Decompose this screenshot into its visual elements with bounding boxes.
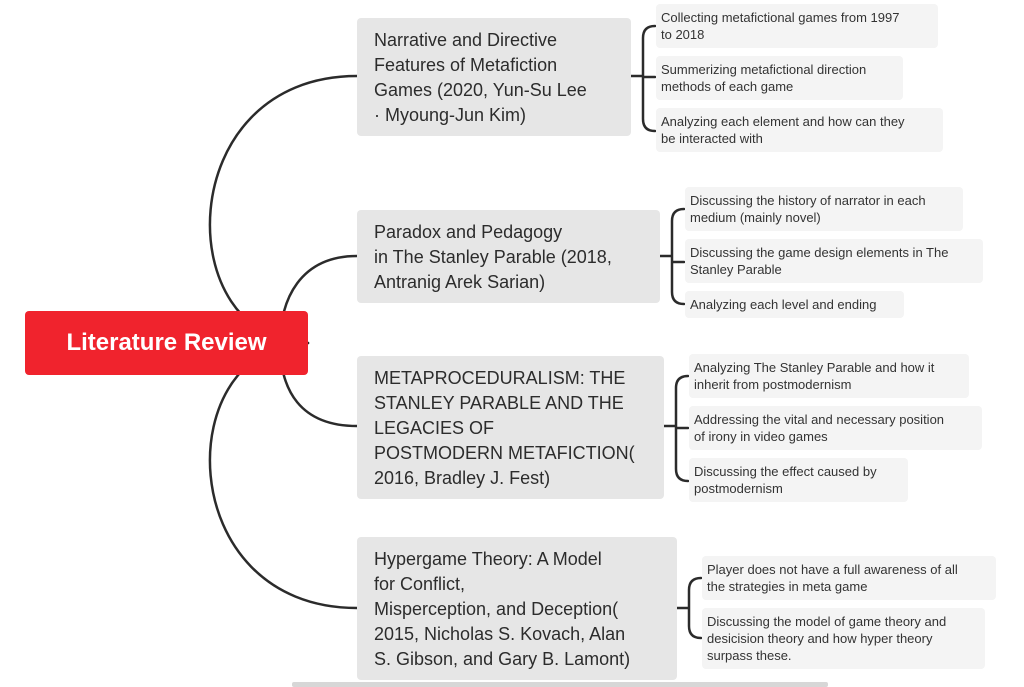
root-to-topic-1 [208,74,359,345]
subtopic-1-1[interactable]: Collecting metafictional games from 1997… [656,4,938,48]
root-node[interactable]: Literature Review [25,311,308,375]
subtopic-2-1[interactable]: Discussing the history of narrator in ea… [685,187,963,231]
subtopic-4-2[interactable]: Discussing the model of game theory and … [702,608,985,669]
subtopic-3-1[interactable]: Analyzing The Stanley Parable and how it… [689,354,969,398]
topic-3-bracket [662,374,690,483]
subtopic-3-3[interactable]: Discussing the effect caused by postmode… [689,458,908,502]
topic-1-bracket [629,24,657,133]
subtopic-1-2[interactable]: Summerizing metafictional direction meth… [656,56,903,100]
root-to-topic-4 [208,341,359,610]
subtopic-2-2[interactable]: Discussing the game design elements in T… [685,239,983,283]
topic-node-4[interactable]: Hypergame Theory: A Model for Conflict, … [357,537,677,680]
topic-node-3[interactable]: METAPROCEDURALISM: THE STANLEY PARABLE A… [357,356,664,499]
subtopic-2-3[interactable]: Analyzing each level and ending [685,291,904,318]
topic-node-1[interactable]: Narrative and Directive Features of Meta… [357,18,631,136]
horizontal-scrollbar[interactable] [292,682,828,687]
subtopic-3-2[interactable]: Addressing the vital and necessary posit… [689,406,982,450]
topic-4-bracket [675,576,703,640]
subtopic-4-1[interactable]: Player does not have a full awareness of… [702,556,996,600]
topic-node-2[interactable]: Paradox and Pedagogy in The Stanley Para… [357,210,660,303]
topic-2-bracket [658,207,686,306]
subtopic-1-3[interactable]: Analyzing each element and how can they … [656,108,943,152]
